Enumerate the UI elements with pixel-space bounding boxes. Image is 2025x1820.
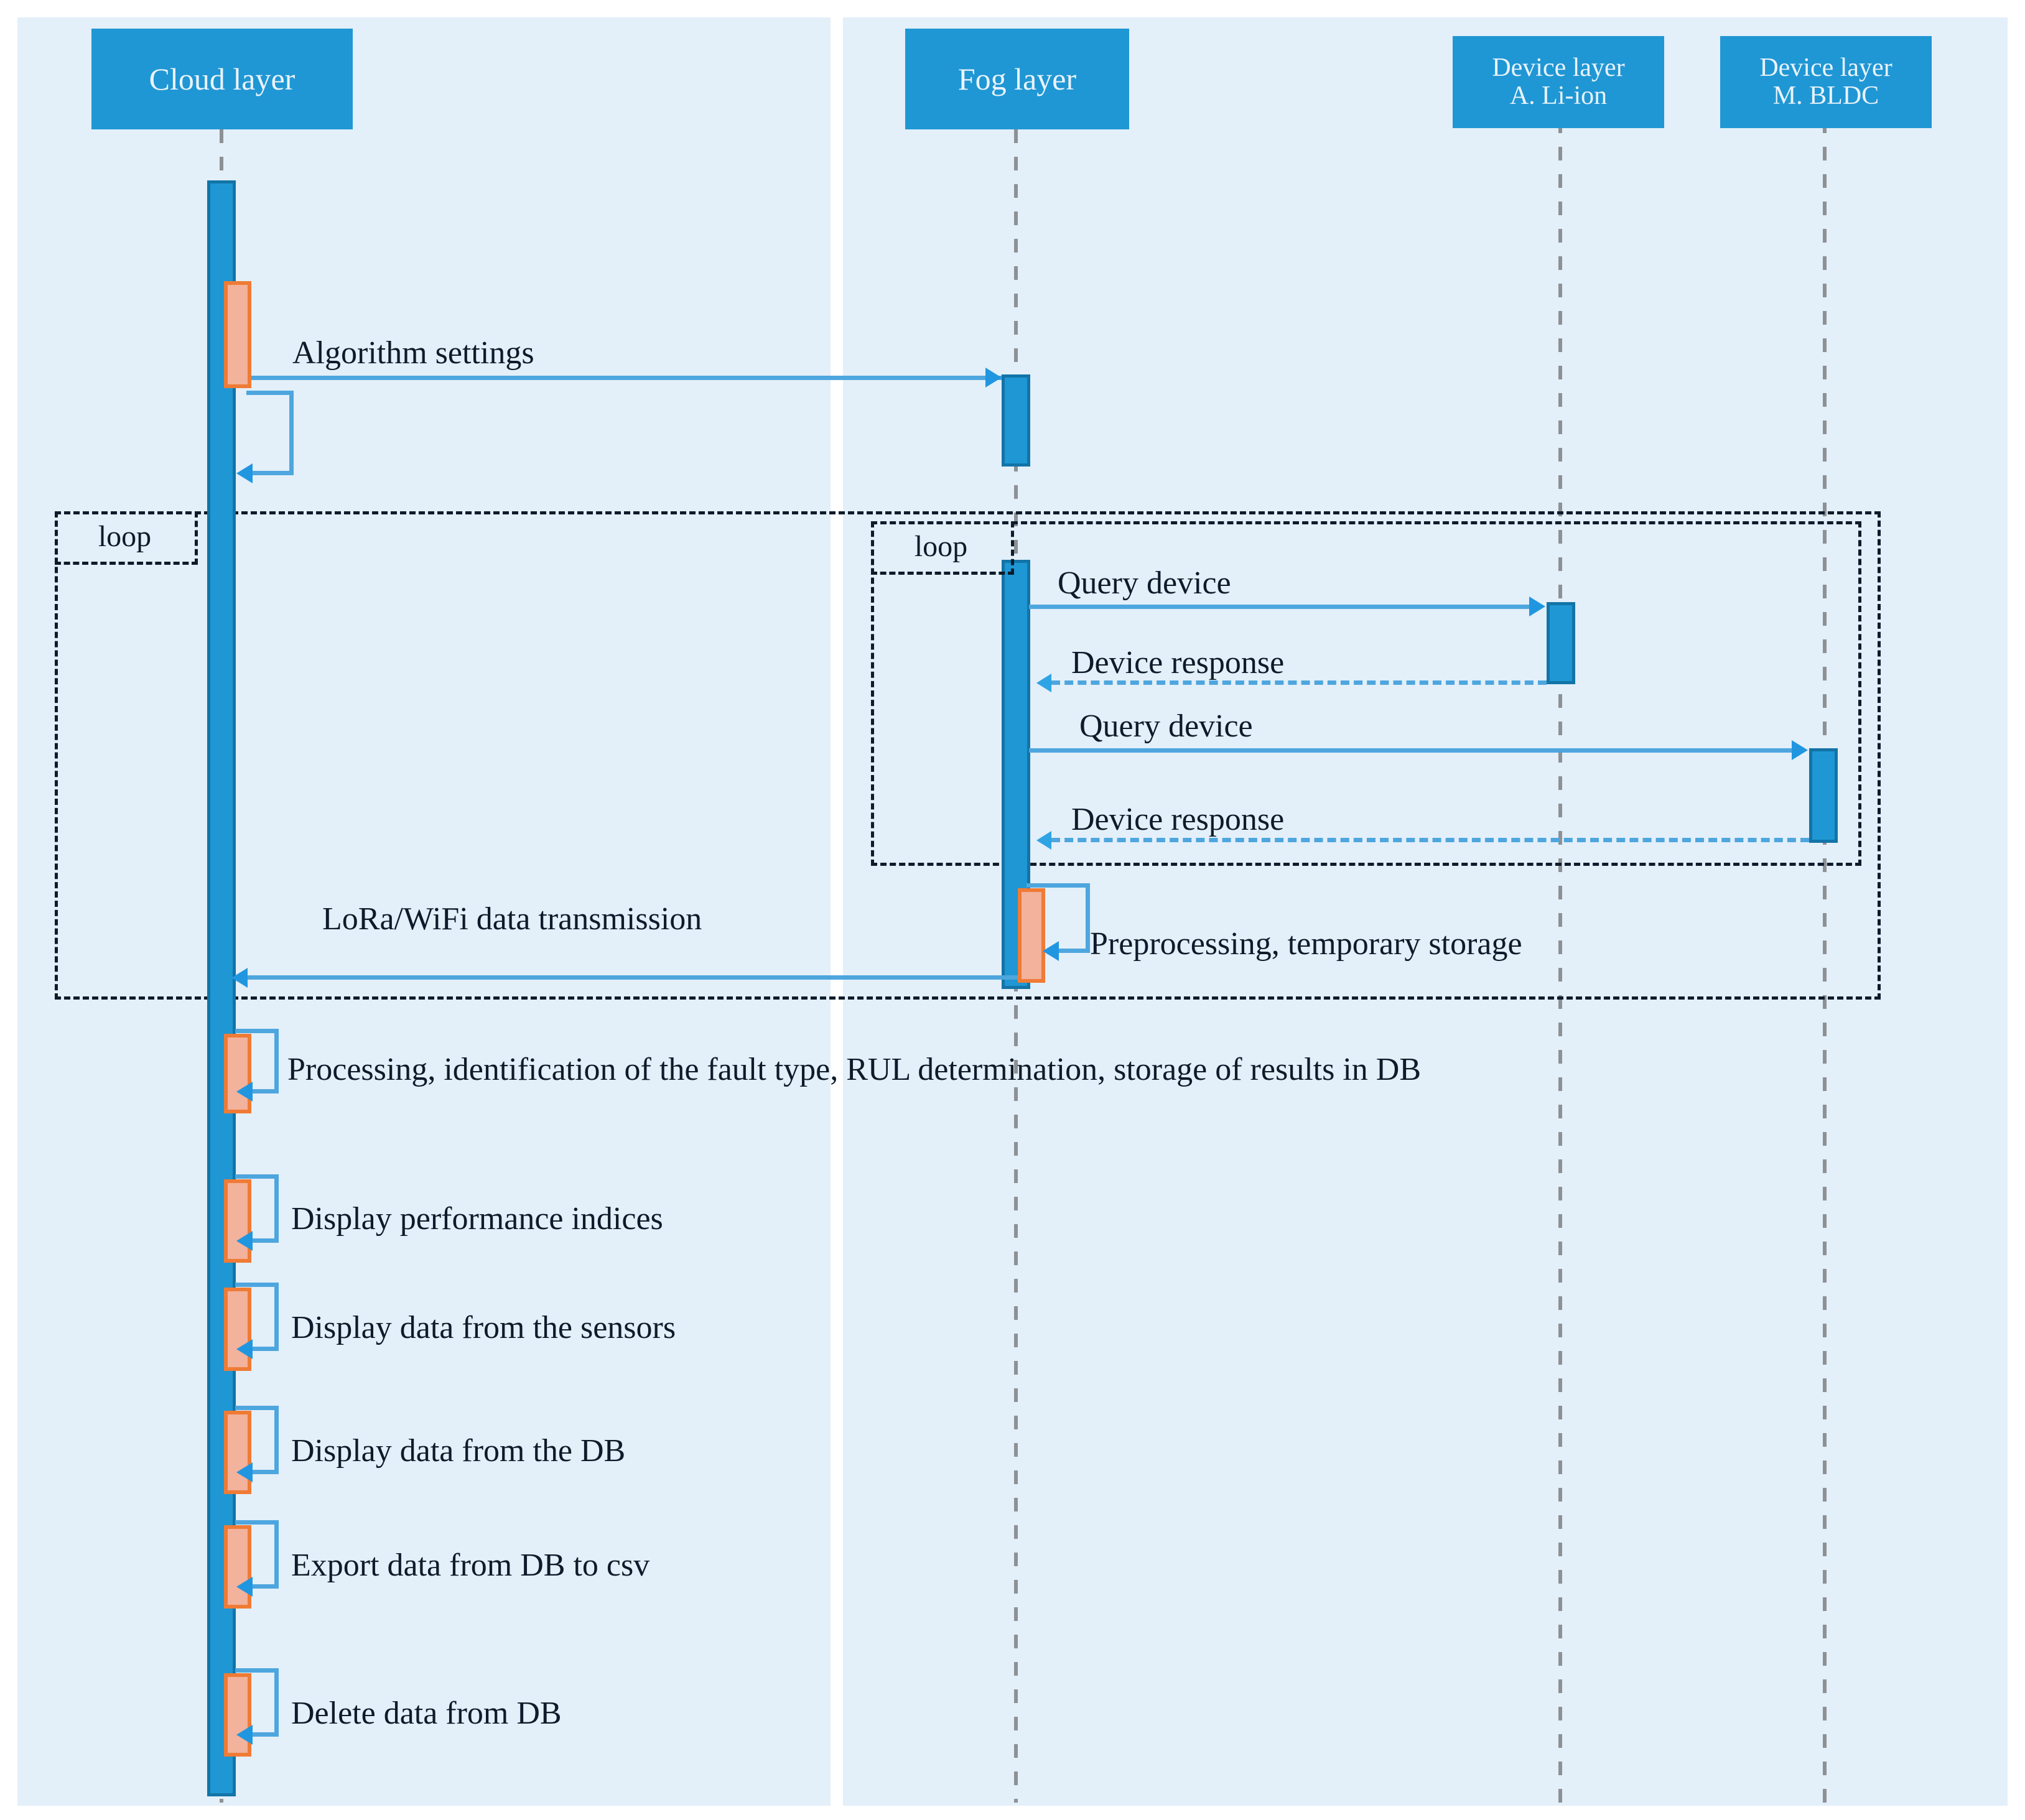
self-msg-display-db-top xyxy=(235,1406,279,1410)
message-arrowhead-query-device-liion xyxy=(1529,597,1545,616)
self-msg-delete-db-bottom xyxy=(251,1732,279,1737)
self-msg-export-csv-top xyxy=(235,1520,279,1525)
lifeline-header-bldc-label-1: Device layer xyxy=(1759,53,1892,82)
self-msg-display-performance-arrowhead xyxy=(236,1231,253,1251)
message-label-display-sensors: Display data from the sensors xyxy=(291,1310,676,1345)
fragment-outer-loop-tag: loop xyxy=(55,511,198,565)
self-return-cloud-settings-right xyxy=(289,391,294,475)
self-msg-preprocessing-arrowhead xyxy=(1043,941,1059,961)
activation-fog-loop xyxy=(1002,560,1030,989)
self-msg-display-sensors-arrowhead xyxy=(236,1339,253,1359)
self-return-cloud-settings-bottom xyxy=(251,471,294,475)
self-msg-display-db-arrowhead xyxy=(236,1462,253,1482)
self-msg-delete-db-top xyxy=(235,1668,279,1673)
self-msg-export-csv-right xyxy=(274,1520,279,1589)
self-msg-display-performance-bottom xyxy=(251,1238,279,1243)
message-label-display-db: Display data from the DB xyxy=(291,1433,626,1469)
lifeline-header-liion[interactable]: Device layer A. Li-ion xyxy=(1453,36,1664,128)
message-label-query-device-bldc: Query device xyxy=(1079,708,1253,744)
message-arrowhead-device-response-liion xyxy=(1036,674,1051,692)
activation-fog-settings xyxy=(1002,374,1030,467)
activation-liion xyxy=(1547,602,1575,684)
self-msg-delete-db-arrowhead xyxy=(236,1725,253,1745)
self-msg-display-sensors-bottom xyxy=(251,1347,279,1351)
message-arrowhead-algorithm-settings xyxy=(985,368,1002,388)
fragment-inner-loop-tag: loop xyxy=(871,521,1014,575)
fragment-outer-loop xyxy=(55,511,1881,1000)
lifeline-header-fog-label: Fog layer xyxy=(957,62,1077,96)
message-label-device-response-bldc: Device response xyxy=(1071,802,1285,837)
message-label-preprocessing: Preprocessing, temporary storage xyxy=(1090,926,1522,962)
message-line-device-response-bldc xyxy=(1051,838,1809,842)
message-line-lora-wifi xyxy=(246,975,1031,980)
message-label-export-csv: Export data from DB to csv xyxy=(291,1548,650,1583)
self-msg-export-csv-bottom xyxy=(251,1584,279,1589)
message-label-query-device-liion: Query device xyxy=(1058,565,1231,601)
fragment-outer-loop-label: loop xyxy=(98,520,152,553)
background-panel-left xyxy=(17,17,831,1806)
self-msg-export-csv-arrowhead xyxy=(236,1577,253,1597)
lifeline-header-liion-label-1: Device layer xyxy=(1492,53,1625,82)
self-return-cloud-settings-arrowhead xyxy=(236,463,253,483)
message-label-display-performance: Display performance indices xyxy=(291,1201,663,1237)
self-msg-display-performance-right xyxy=(274,1174,279,1243)
activation-cloud-algorithm-settings xyxy=(224,281,251,388)
message-arrowhead-device-response-bldc xyxy=(1036,831,1051,850)
message-line-query-device-bldc xyxy=(1029,748,1794,753)
self-return-cloud-settings-top xyxy=(246,391,294,395)
self-msg-display-db-bottom xyxy=(251,1470,279,1474)
message-line-device-response-liion xyxy=(1051,680,1547,685)
self-msg-display-sensors-right xyxy=(274,1283,279,1351)
message-line-algorithm-settings xyxy=(248,376,1002,380)
self-msg-delete-db-right xyxy=(274,1668,279,1737)
activation-bldc xyxy=(1809,748,1838,843)
self-msg-preprocessing-bottom xyxy=(1058,949,1090,953)
lifeline-bldc xyxy=(1823,37,1827,1803)
message-label-device-response-liion: Device response xyxy=(1071,645,1285,680)
self-msg-processing-top xyxy=(235,1029,279,1033)
self-msg-processing-arrowhead xyxy=(236,1082,253,1102)
message-label-delete-db: Delete data from DB xyxy=(291,1696,562,1731)
self-msg-display-db-right xyxy=(274,1406,279,1474)
lifeline-header-bldc[interactable]: Device layer M. BLDC xyxy=(1720,36,1932,128)
lifeline-header-cloud[interactable]: Cloud layer xyxy=(91,29,353,129)
activation-fog-preprocessing xyxy=(1018,888,1045,983)
fragment-inner-loop xyxy=(871,521,1861,866)
message-label-algorithm-settings: Algorithm settings xyxy=(292,335,534,371)
lifeline-liion xyxy=(1558,37,1562,1803)
lifeline-header-cloud-label: Cloud layer xyxy=(149,62,296,96)
message-line-query-device-liion xyxy=(1029,605,1532,609)
lifeline-header-bldc-label-2: M. BLDC xyxy=(1772,81,1879,110)
lifeline-header-liion-label-2: A. Li-ion xyxy=(1509,81,1608,110)
self-msg-processing-right xyxy=(274,1029,279,1093)
message-arrowhead-query-device-bldc xyxy=(1792,740,1808,760)
fragment-inner-loop-label: loop xyxy=(914,530,968,563)
lifeline-header-fog[interactable]: Fog layer xyxy=(905,29,1129,129)
self-msg-preprocessing-right xyxy=(1086,883,1090,953)
self-msg-display-performance-top xyxy=(235,1174,279,1179)
self-msg-display-sensors-top xyxy=(235,1283,279,1287)
self-msg-preprocessing-top xyxy=(1026,883,1090,888)
self-msg-processing-bottom xyxy=(251,1089,279,1093)
message-label-lora-wifi: LoRa/WiFi data transmission xyxy=(322,901,702,937)
message-label-processing: Processing, identification of the fault … xyxy=(287,1052,1422,1087)
message-arrowhead-lora-wifi xyxy=(231,968,248,988)
